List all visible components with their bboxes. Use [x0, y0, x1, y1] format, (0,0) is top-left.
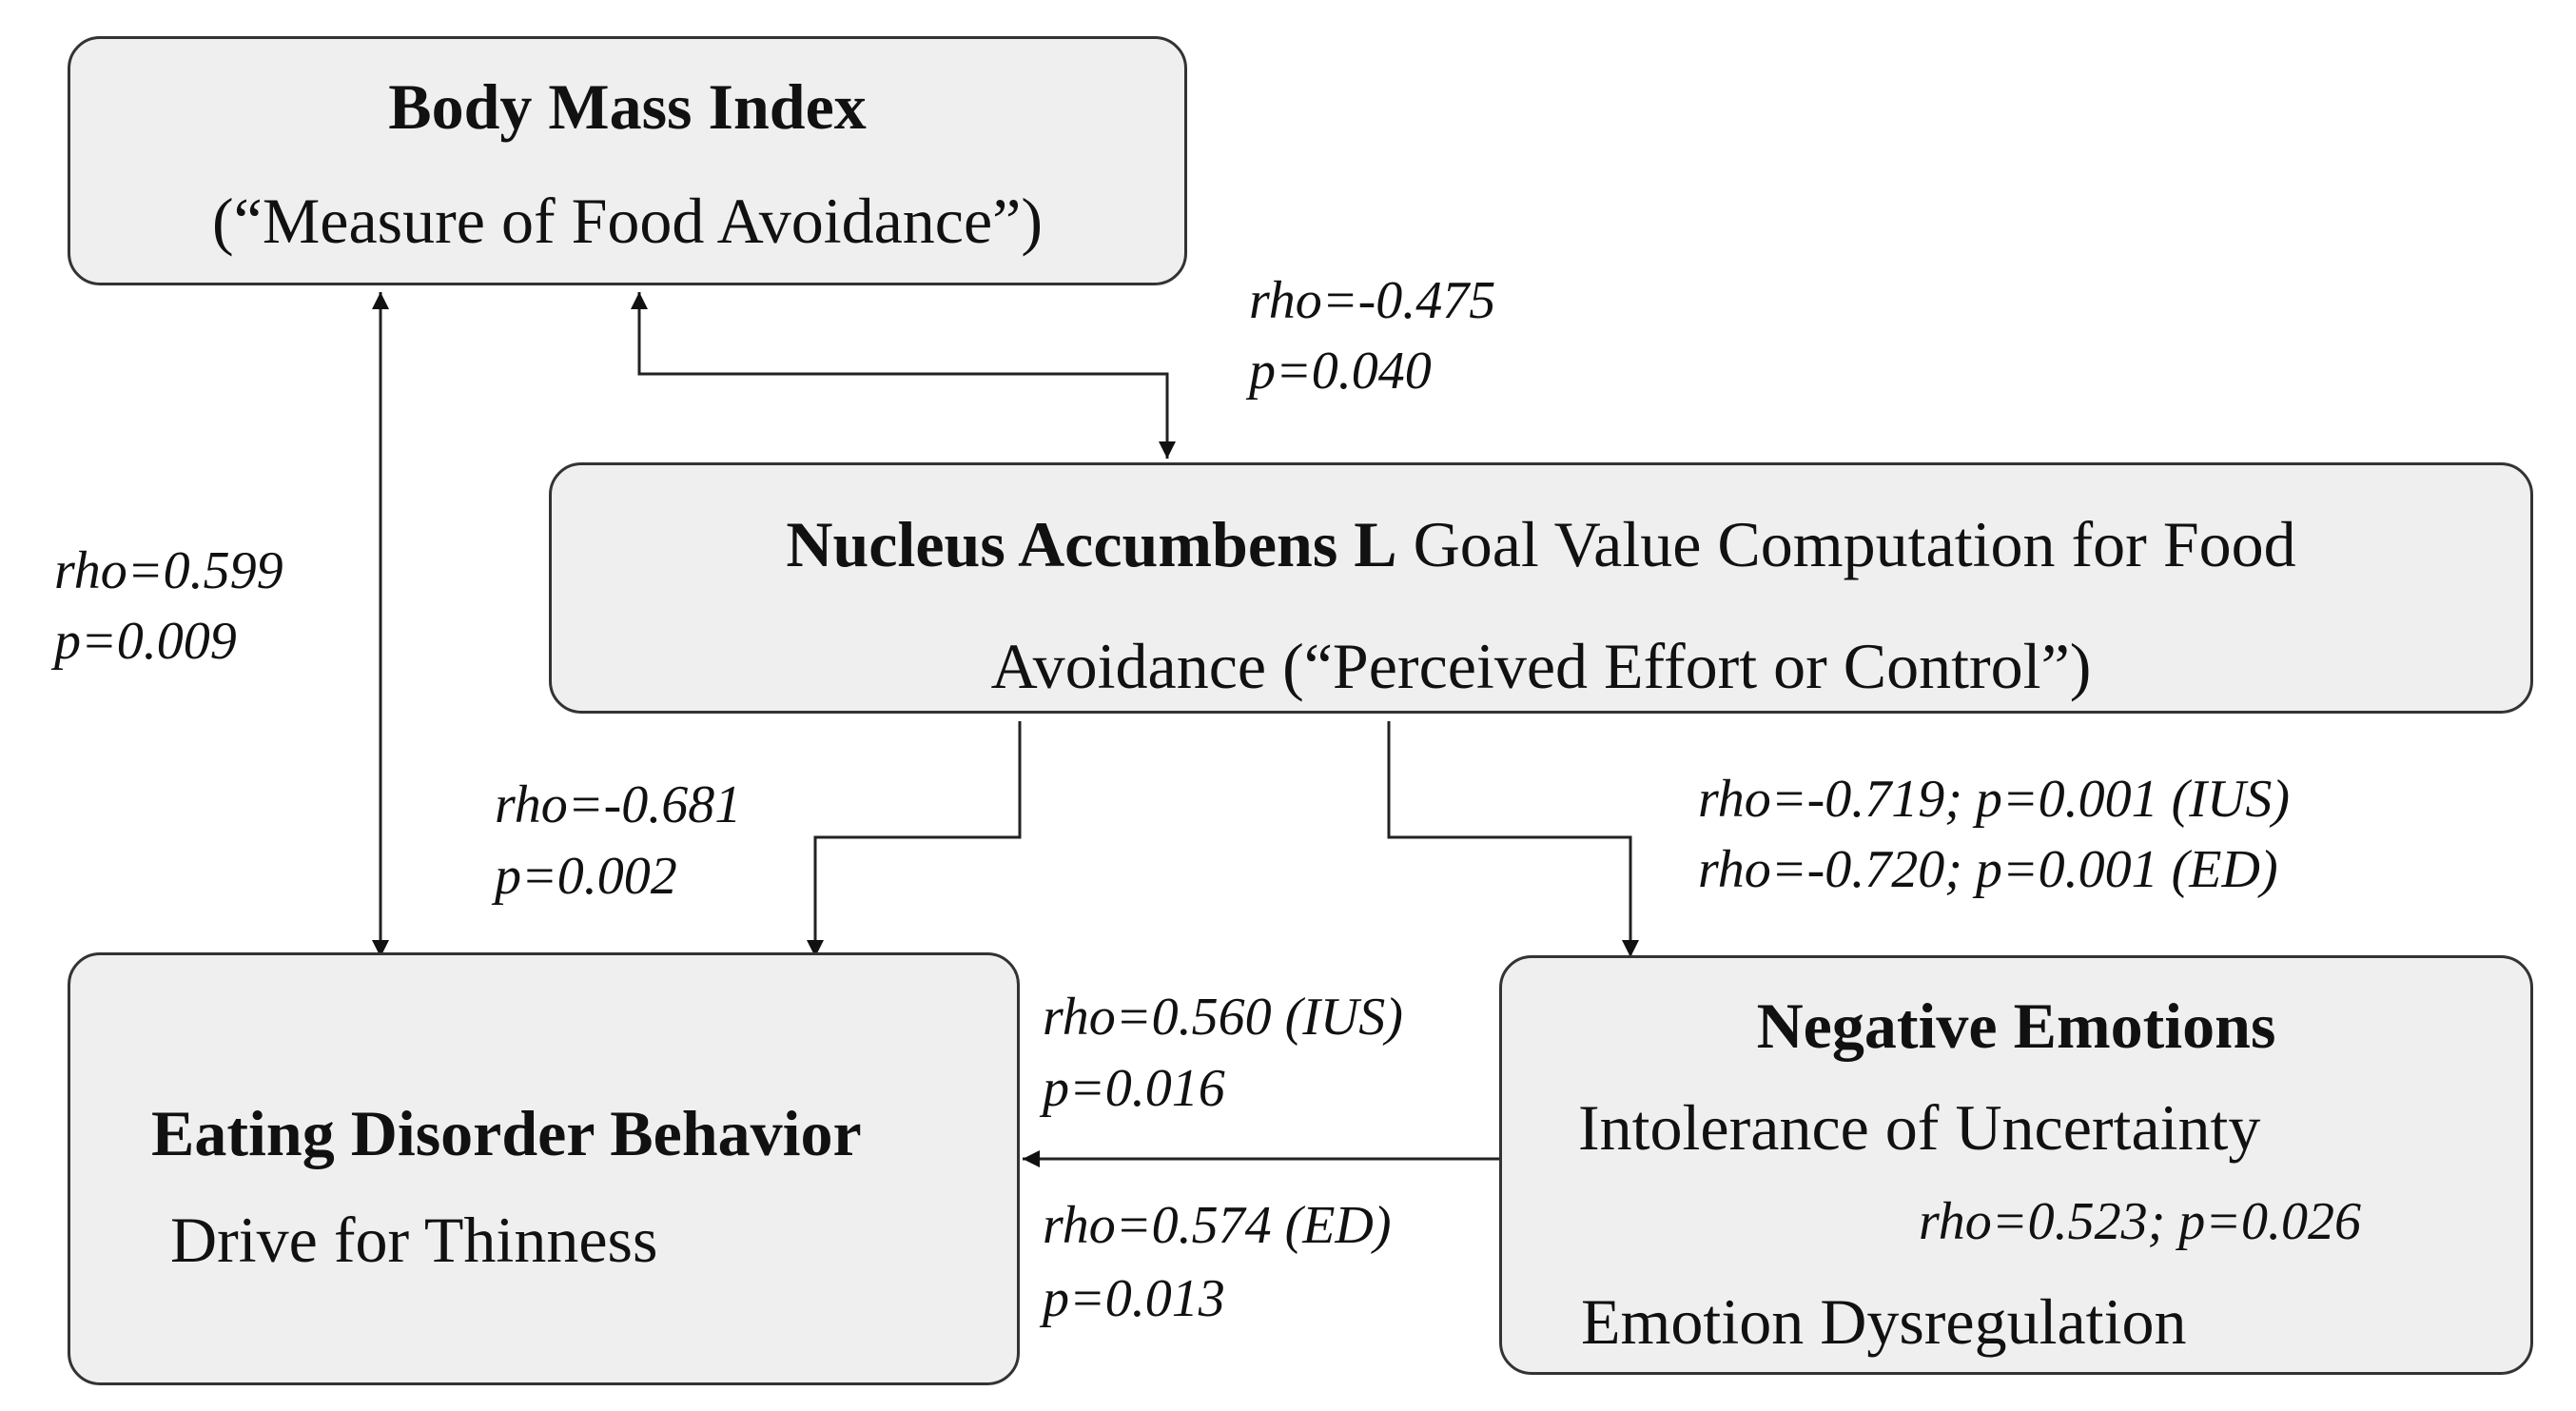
edge-label-neg-edb-ius-rho: rho=0.560 (IUS) — [1043, 988, 1403, 1047]
node-subtitle: Drive for Thinness — [170, 1204, 658, 1276]
node-title: Negative Emotions — [1756, 990, 2276, 1062]
node-body-mass-index: Body Mass Index (“Measure of Food Avoida… — [68, 36, 1187, 285]
edge-label-bmi-edb-rho: rho=0.599 — [54, 541, 283, 600]
node-negative-emotions: Negative Emotions Intolerance of Uncerta… — [1499, 955, 2533, 1375]
edge-label-nacc-edb-p: p=0.002 — [495, 847, 677, 906]
edge-label-neg-edb-ed-p: p=0.013 — [1043, 1269, 1225, 1328]
edge-label-nacc-neg-ed: rho=-0.720; p=0.001 (ED) — [1698, 840, 2278, 899]
node-subtitle: Avoidance (“Perceived Effort or Control”… — [990, 630, 2092, 702]
edge-nacc-edb — [807, 721, 1022, 957]
edge-label-bmi-nacc-rho: rho=-0.475 — [1249, 271, 1496, 330]
node-title-rest: Goal Value Computation for Food — [1413, 508, 2296, 580]
edge-bmi-nacc — [631, 292, 1176, 459]
edge-label-nacc-neg-ius: rho=-0.719; p=0.001 (IUS) — [1698, 770, 2291, 829]
node-title-line: Nucleus Accumbens L Goal Value Computati… — [552, 512, 2530, 577]
node-nucleus-accumbens: Nucleus Accumbens L Goal Value Computati… — [549, 462, 2533, 714]
node-title: Eating Disorder Behavior — [151, 1097, 862, 1169]
node-title: Nucleus Accumbens L — [786, 508, 1397, 580]
edge-nacc-neg — [1387, 721, 1639, 957]
node-subtitle: (“Measure of Food Avoidance”) — [212, 185, 1043, 257]
edge-label-ius-ed: rho=0.523; p=0.026 — [1919, 1192, 2362, 1251]
node-title: Body Mass Index — [388, 70, 867, 143]
edge-label-bmi-edb-p: p=0.009 — [54, 612, 237, 671]
node-item-emotion-dysregulation: Emotion Dysregulation — [1581, 1285, 2187, 1358]
edge-label-nacc-edb-rho: rho=-0.681 — [495, 775, 742, 834]
node-item-intolerance-of-uncertainty: Intolerance of Uncertainty — [1578, 1091, 2261, 1164]
node-eating-disorder-behavior: Eating Disorder Behavior Drive for Thinn… — [68, 952, 1020, 1385]
edge-label-bmi-nacc-p: p=0.040 — [1249, 342, 1432, 401]
edge-label-neg-edb-ed-rho: rho=0.574 (ED) — [1043, 1196, 1392, 1255]
edge-label-neg-edb-ius-p: p=0.016 — [1043, 1059, 1225, 1118]
